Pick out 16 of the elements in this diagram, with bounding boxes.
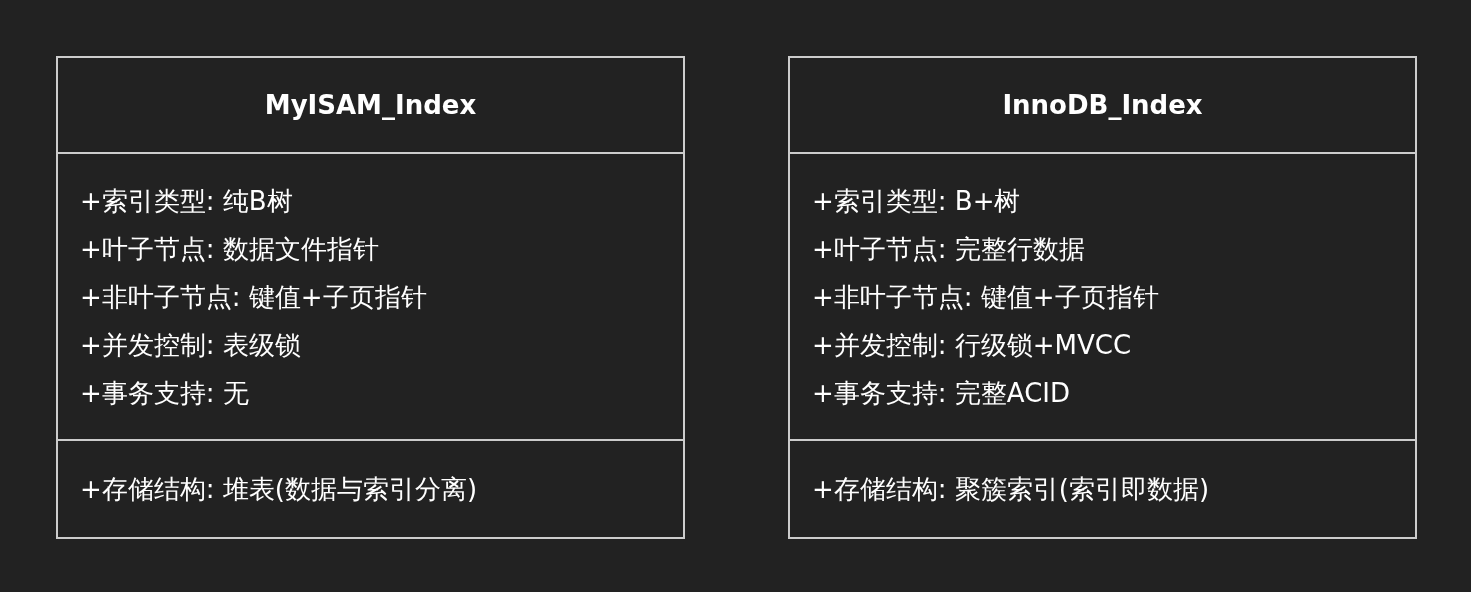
attribute-text: +非叶子节点: 键值+子页指针	[812, 280, 1160, 314]
attribute-text: +非叶子节点: 键值+子页指针	[80, 280, 428, 314]
attribute-text: +叶子节点: 完整行数据	[812, 232, 1086, 266]
attribute-text: +事务支持: 完整ACID	[812, 376, 1071, 410]
attribute-text: +索引类型: B+树	[812, 184, 1022, 218]
class-box	[788, 56, 1417, 539]
class-name: MyISAM_Index	[264, 88, 477, 122]
attribute-text: +并发控制: 表级锁	[80, 328, 302, 362]
attribute-text: +索引类型: 纯B树	[80, 184, 294, 218]
method-text: +存储结构: 堆表(数据与索引分离)	[80, 473, 479, 506]
class-box	[56, 56, 685, 539]
attribute-text: +并发控制: 行级锁+MVCC	[812, 328, 1133, 362]
class-name: InnoDB_Index	[1002, 88, 1203, 122]
attribute-text: +事务支持: 无	[80, 376, 250, 410]
attribute-text: +叶子节点: 数据文件指针	[80, 232, 380, 266]
method-text: +存储结构: 聚簇索引(索引即数据)	[812, 473, 1211, 506]
